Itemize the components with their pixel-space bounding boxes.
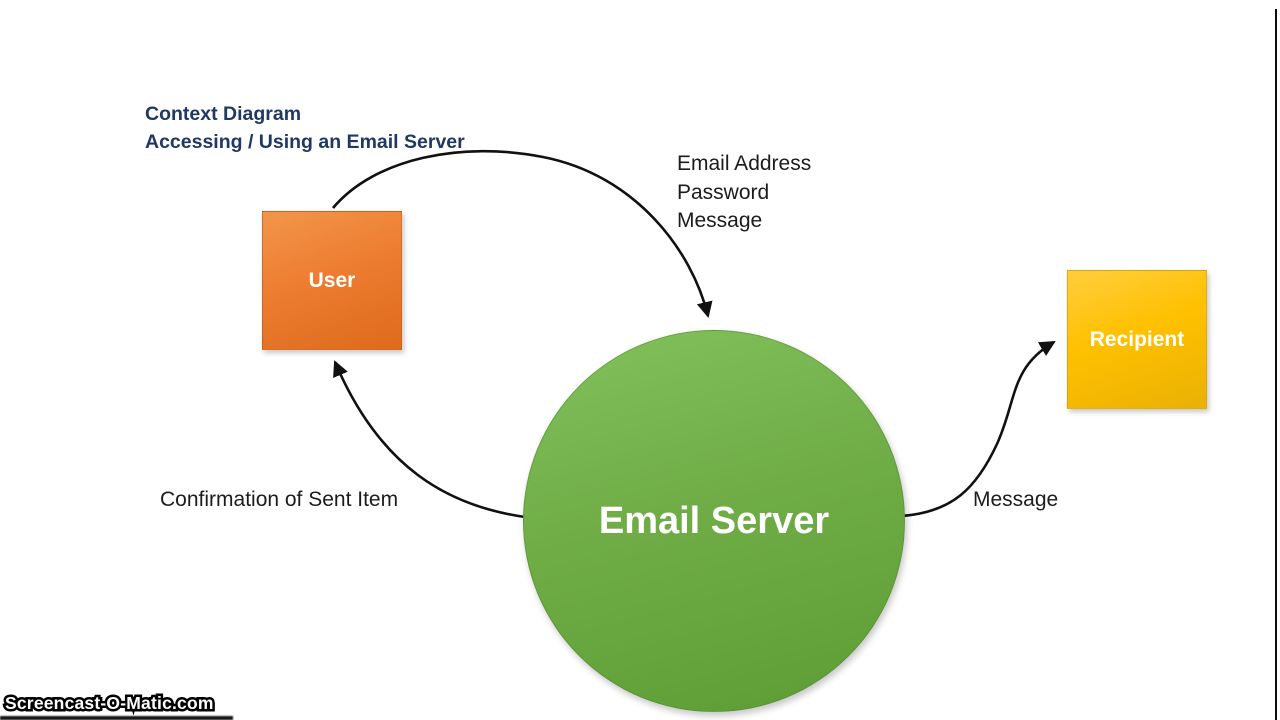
node-recipient: Recipient	[1067, 270, 1207, 409]
diagram-title-line1: Context Diagram	[145, 103, 302, 125]
video-right-edge-line	[1275, 9, 1277, 720]
node-email-server-label: Email Server	[598, 499, 830, 542]
edge-label-server-to-recipient: Message	[973, 488, 1059, 511]
node-recipient-label: Recipient	[1089, 327, 1185, 351]
diagram-title: Context Diagram Accessing / Using an Ema…	[145, 100, 465, 156]
watermark-cropped-strip	[0, 716, 233, 720]
watermark-outline: Screencast-O-Matic.com	[3, 691, 216, 716]
edge-label-line-message: Message	[677, 209, 763, 232]
edge-label-user-to-server: Email Address Password Message	[677, 150, 811, 236]
node-user: User	[262, 211, 402, 350]
edge-label-line-password: Password	[677, 180, 770, 204]
diagram-title-line2: Accessing / Using an Email Server	[145, 131, 465, 153]
edge-label-server-to-user: Confirmation of Sent Item	[160, 488, 399, 511]
watermark-text: Screencast-O-Matic.com	[5, 693, 214, 713]
edge-label-line-email-address: Email Address	[677, 152, 812, 175]
node-user-label: User	[308, 268, 356, 292]
watermark: Screencast-O-Matic.com Screencast-O-Mati…	[3, 691, 216, 716]
node-email-server: Email Server	[523, 330, 905, 712]
